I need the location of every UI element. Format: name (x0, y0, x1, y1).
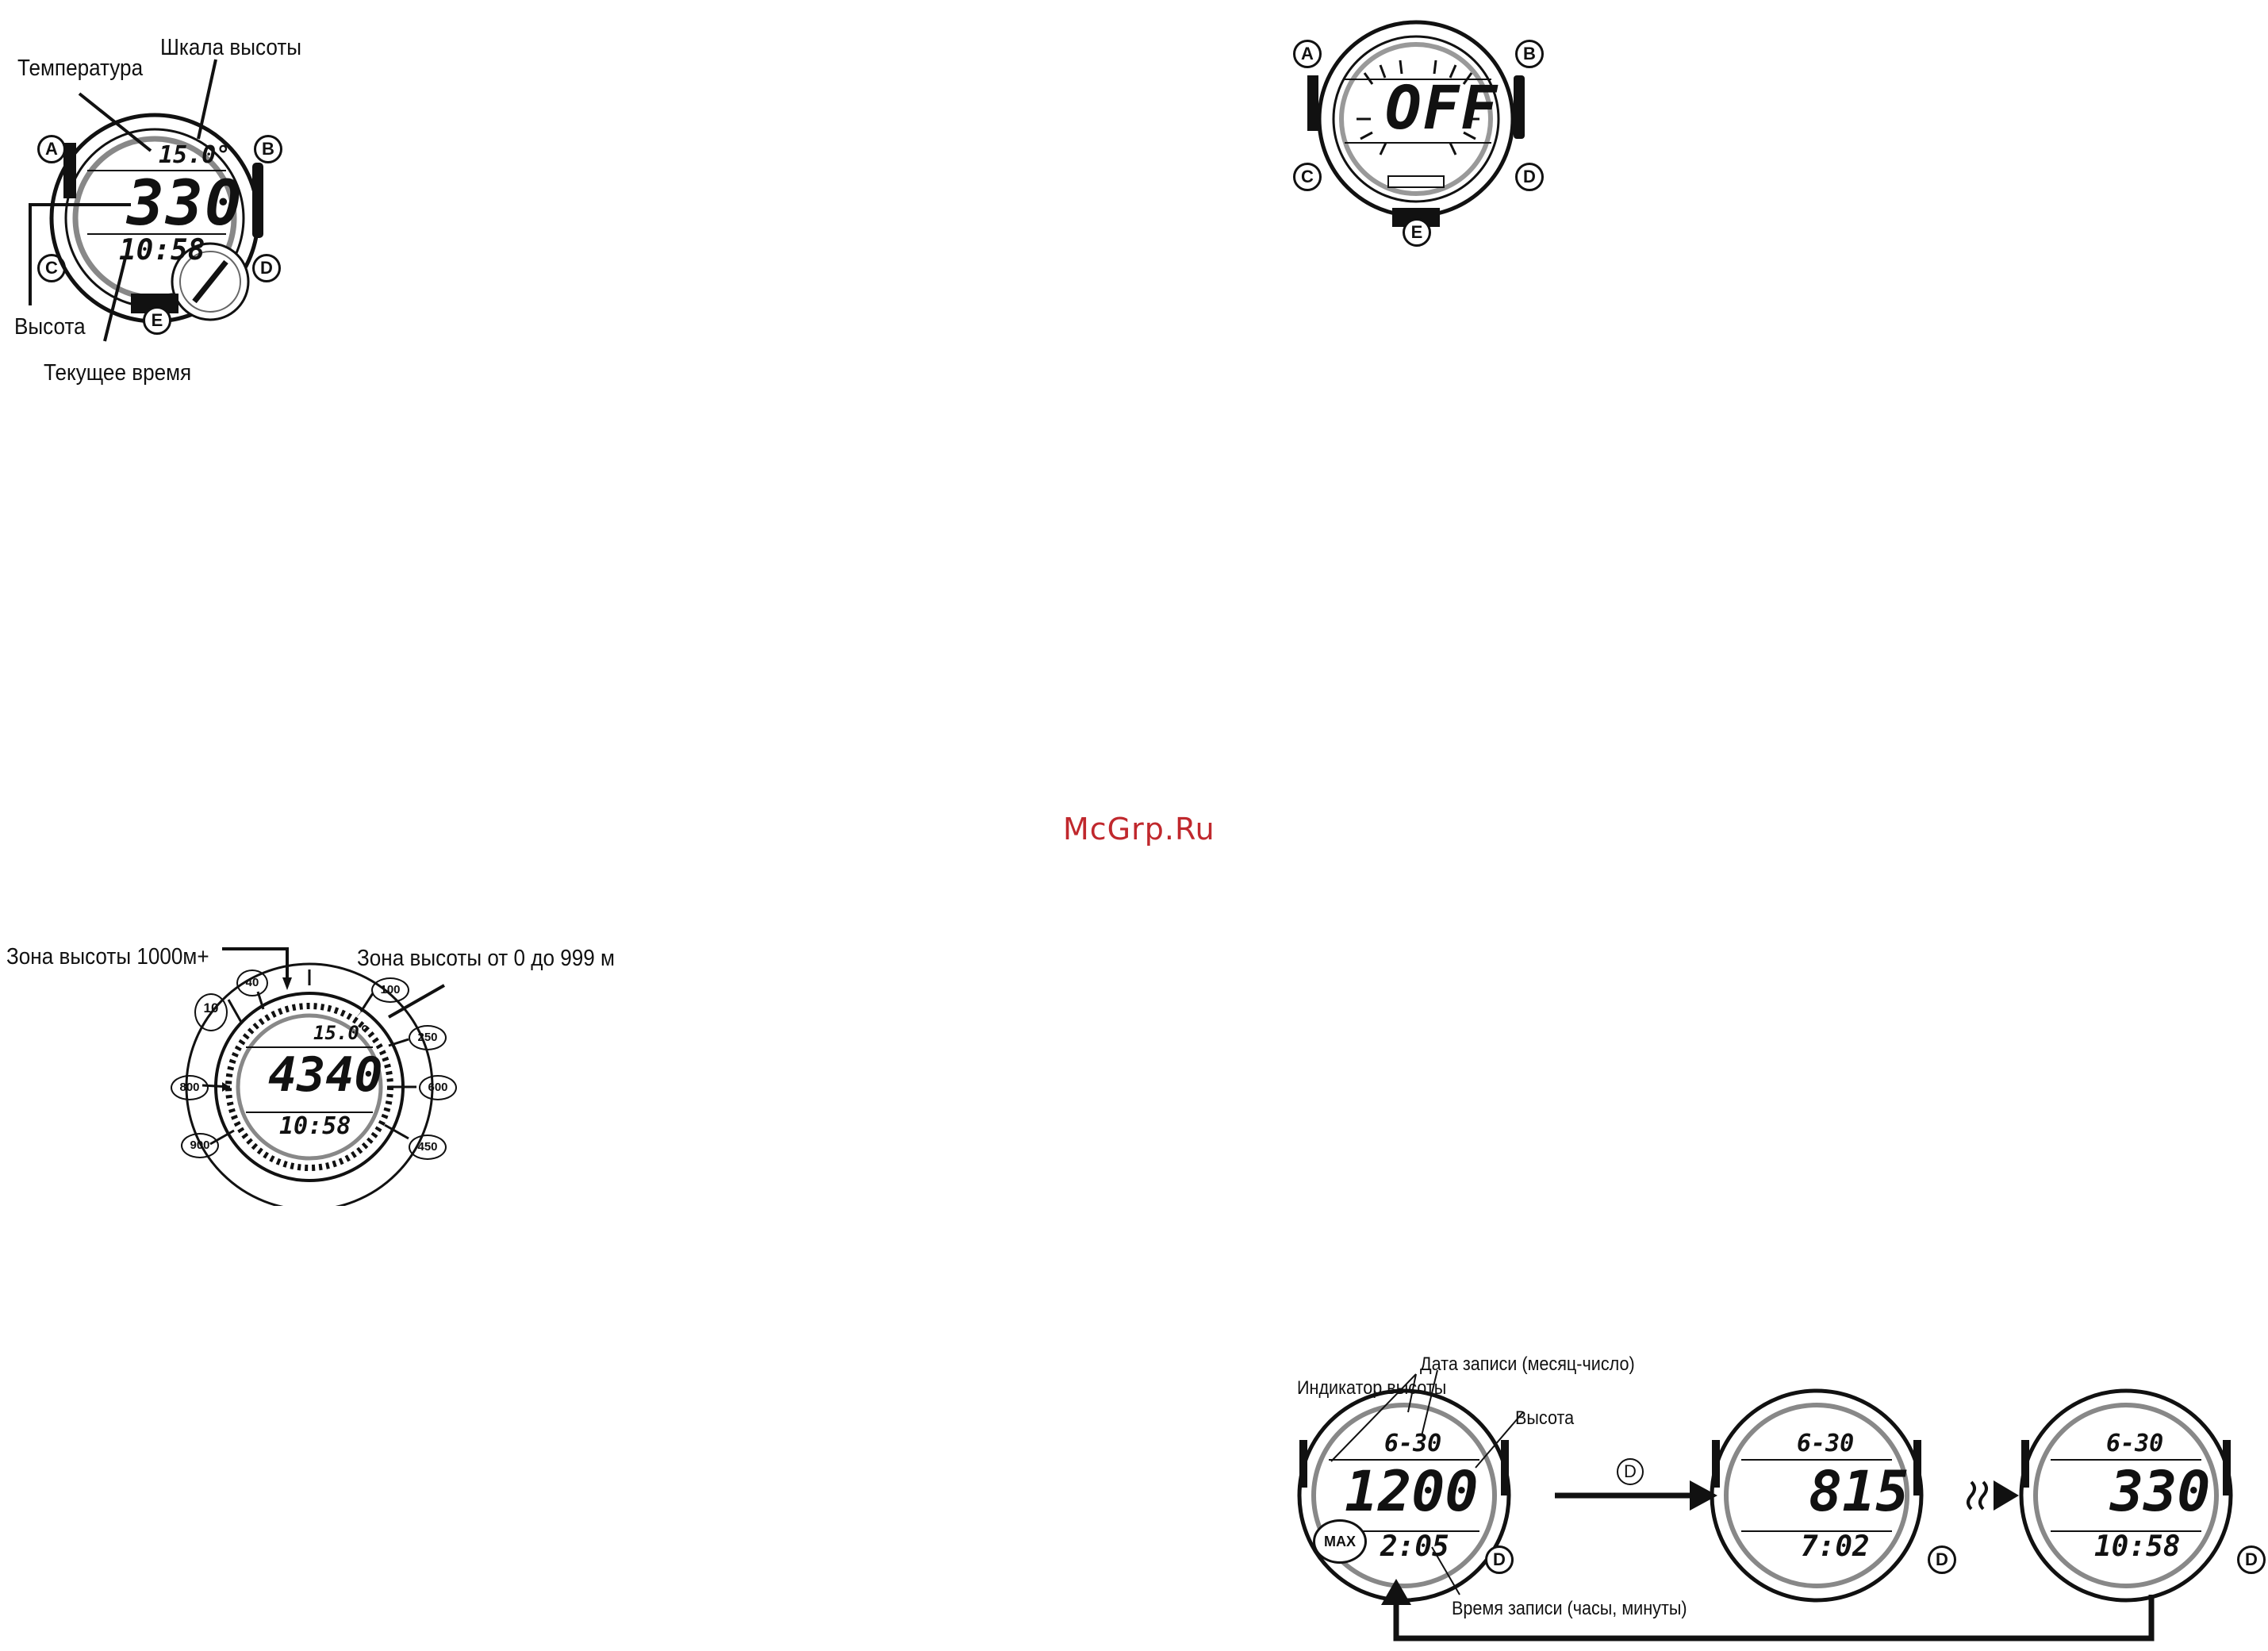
lcd-record-altitude: 815 (1809, 1459, 1909, 1524)
zone-bubble: 250 (409, 1025, 447, 1050)
lcd-record-time: 10:58 (2094, 1530, 2181, 1563)
lcd-record-altitude: 330 (2110, 1459, 2211, 1524)
lcd-temperature: 15.0° (159, 141, 231, 169)
zone-bubble: 600 (419, 1075, 457, 1100)
label-altitude-indicator: Индикатор высоты (1297, 1377, 1447, 1399)
zone-bubble: 900 (181, 1133, 219, 1158)
button-b: B (1515, 40, 1544, 68)
button-d: D (2237, 1545, 2266, 1574)
button-d: D (252, 254, 281, 282)
figure-altitude-display: 15.0° 330 10:58 A B C D E Температура Шк… (0, 0, 333, 397)
zone-bubble: 10 (194, 993, 228, 1031)
lcd-record-altitude: 1200 (1345, 1459, 1479, 1524)
button-d: D (1928, 1545, 1956, 1574)
lcd-record-date: 6-30 (1384, 1430, 1442, 1457)
label-temperature: Температура (17, 56, 144, 81)
zone-bubble: 100 (371, 977, 409, 1003)
lcd-off: OFF (1385, 72, 1499, 143)
figure-altitude-zones: Зона высоты 1000м+ Зона высоты от 0 до 9… (0, 928, 650, 1211)
max-badge: MAX (1313, 1519, 1367, 1564)
zone-bubble: 800 (171, 1075, 209, 1100)
button-d-arrow: D (1617, 1458, 1644, 1485)
label-altitude: Высота (14, 314, 86, 340)
figure-off-display: OFF A B C D E (1285, 0, 1555, 254)
lcd-temperature: 15.0° (313, 1022, 371, 1044)
lcd-altitude: 4340 (268, 1047, 383, 1103)
button-e: E (1403, 218, 1431, 247)
watermark: McGrp.Ru (1063, 812, 1215, 847)
label-altitude: Высота (1515, 1407, 1575, 1429)
zone-bubble: 40 (236, 969, 268, 996)
label-altitude-scale: Шкала высоты (160, 35, 302, 60)
button-a: A (1293, 40, 1322, 68)
lcd-current-time: 10:58 (119, 234, 205, 267)
button-e: E (143, 306, 171, 335)
label-current-time: Текущее время (44, 360, 192, 386)
button-b: B (254, 135, 282, 163)
label-zone-high: Зона высоты 1000м+ (6, 944, 209, 969)
button-c: C (1293, 163, 1322, 191)
lcd-record-date: 6-30 (1797, 1430, 1855, 1457)
watch-off-illustration (1307, 20, 1525, 227)
button-c: C (37, 254, 66, 282)
lcd-record-date: 6-30 (2106, 1430, 2164, 1457)
zone-bubble: 450 (409, 1135, 447, 1160)
label-zone-low: Зона высоты от 0 до 999 м (357, 946, 615, 971)
lcd-altitude: 330 (127, 168, 244, 240)
figure-record-sequence: Дата записи (месяц-число) Индикатор высо… (1285, 1341, 2268, 1647)
button-d: D (1485, 1545, 1514, 1574)
label-record-time: Время записи (часы, минуты) (1452, 1598, 1687, 1619)
button-d: D (1515, 163, 1544, 191)
lcd-record-time: 2:05 (1380, 1530, 1449, 1563)
lcd-record-time: 7:02 (1801, 1530, 1870, 1563)
record-illustration (1297, 1369, 2233, 1641)
label-record-date: Дата записи (месяц-число) (1420, 1353, 1635, 1375)
button-a: A (37, 135, 66, 163)
lcd-current-time: 10:58 (279, 1112, 351, 1140)
